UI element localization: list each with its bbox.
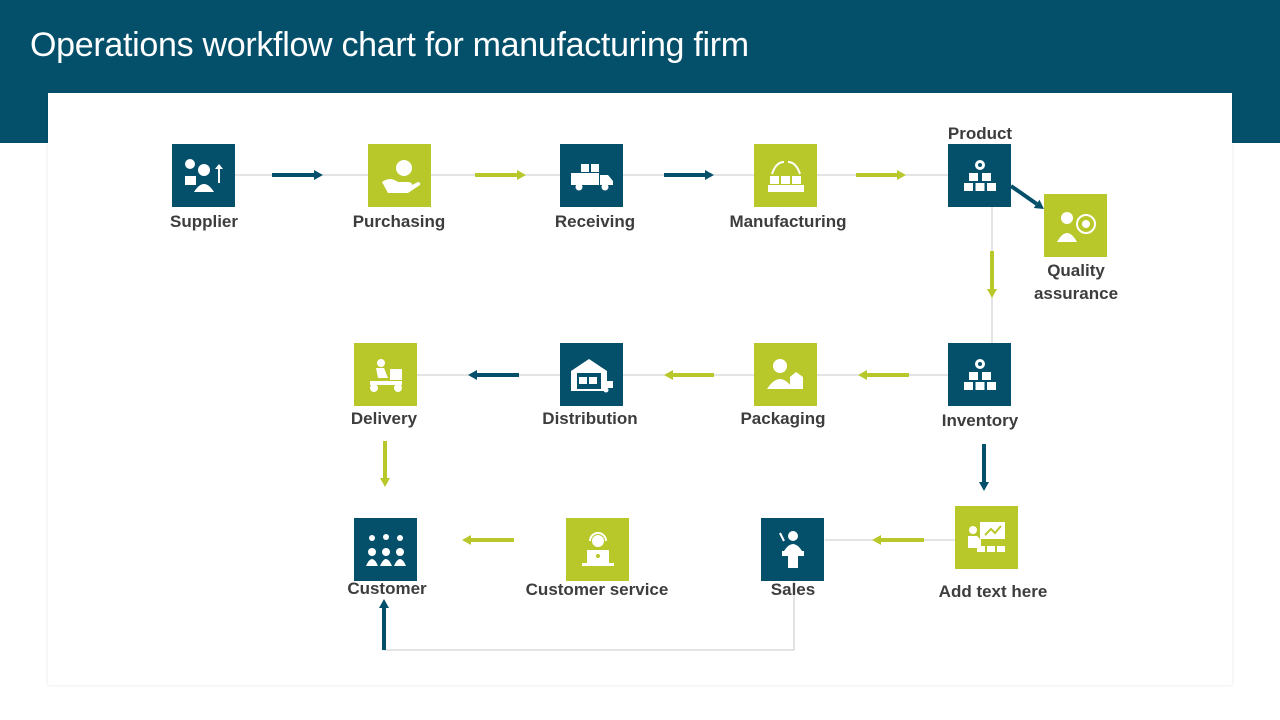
purchasing-label: Purchasing <box>352 212 446 231</box>
content-panel <box>48 93 1232 685</box>
receiving-node[interactable] <box>560 144 623 207</box>
arrow-distribution-delivery <box>468 370 519 380</box>
inventory-node[interactable] <box>948 343 1011 406</box>
product-label: Product <box>947 124 1013 143</box>
packaging-icon <box>766 358 803 389</box>
manufacturing-label: Manufacturing <box>729 212 847 231</box>
arrow-purchasing-receiving <box>475 170 526 180</box>
arrow-delivery-customer <box>380 441 390 487</box>
supplier-icon <box>184 158 223 192</box>
quality-assurance-label: Quality assurance <box>1033 261 1119 303</box>
sales-node[interactable] <box>761 518 824 581</box>
supplier-label: Supplier <box>169 212 238 231</box>
sales-label: Sales <box>770 580 816 599</box>
packaging-node[interactable] <box>754 343 817 406</box>
arrow-product-inventory <box>987 251 997 298</box>
delivery-scooter-icon <box>369 358 402 392</box>
add-text-node[interactable] <box>955 506 1018 569</box>
product-node[interactable] <box>948 144 1011 207</box>
inventory-boxes-icon <box>963 358 996 390</box>
packaging-label: Packaging <box>740 409 826 428</box>
quality-icon <box>1056 211 1096 242</box>
truck-icon <box>570 163 613 190</box>
arrow-inventory-addtext <box>979 444 989 491</box>
support-agent-icon <box>581 531 614 566</box>
arrow-sales-customer <box>379 599 389 650</box>
distribution-label: Distribution <box>542 409 638 428</box>
inventory-label: Inventory <box>941 411 1019 430</box>
manufacturing-icon <box>767 160 804 192</box>
customer-node[interactable] <box>354 518 417 581</box>
purchasing-node[interactable] <box>368 144 431 207</box>
customer-label: Customer <box>347 579 427 598</box>
quality-assurance-node[interactable] <box>1044 194 1107 257</box>
arrow-inventory-packaging <box>858 370 909 380</box>
delivery-label: Delivery <box>350 409 418 428</box>
warehouse-icon <box>570 358 613 392</box>
presentation-icon <box>967 521 1005 552</box>
page-title: Operations workflow chart for manufactur… <box>30 26 749 64</box>
manufacturing-node[interactable] <box>754 144 817 207</box>
delivery-node[interactable] <box>354 343 417 406</box>
receiving-label: Receiving <box>554 212 636 231</box>
arrow-supplier-purchasing <box>272 170 323 180</box>
supplier-node[interactable] <box>172 144 235 207</box>
customer-service-label: Customer service <box>525 580 669 599</box>
arrow-manufacturing-product <box>856 170 906 180</box>
money-hand-icon <box>381 159 420 193</box>
product-boxes-icon <box>963 159 996 191</box>
arrow-packaging-distribution <box>664 370 714 380</box>
arrow-product-quality <box>1009 184 1044 209</box>
arrow-service-customer <box>462 535 514 545</box>
arrow-receiving-manufacturing <box>664 170 714 180</box>
add-text-label: Add text here <box>938 582 1048 601</box>
customer-service-node[interactable] <box>566 518 629 581</box>
arrow-addtext-sales <box>872 535 924 545</box>
speaker-podium-icon <box>778 530 804 568</box>
distribution-node[interactable] <box>560 343 623 406</box>
customers-icon <box>365 533 406 566</box>
